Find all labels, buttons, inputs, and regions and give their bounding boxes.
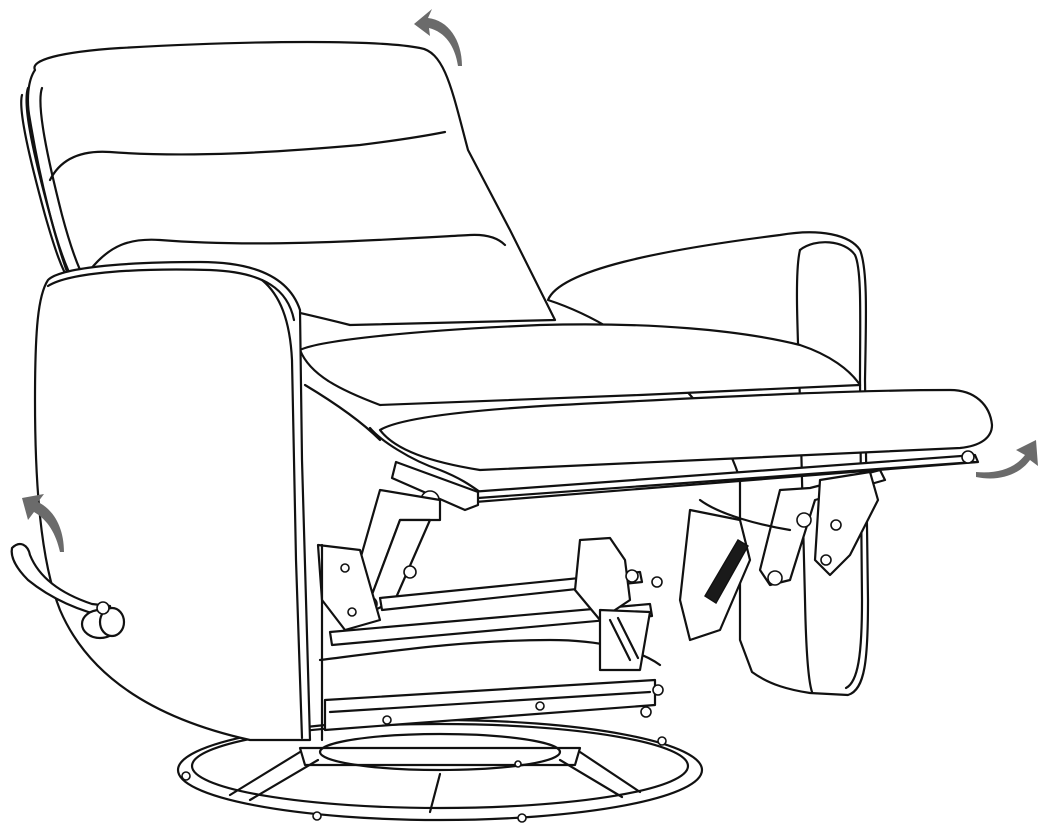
rivet — [830, 519, 842, 531]
rivet — [347, 607, 357, 617]
base-foot — [517, 813, 527, 823]
headrest-back-arrow — [414, 9, 462, 66]
rivet — [382, 715, 392, 725]
rivet — [820, 554, 832, 566]
footrest-bracket-left — [390, 460, 480, 512]
release-handle-grip — [704, 539, 749, 604]
cross-bar-middle — [328, 602, 654, 647]
backrest-side-piping — [25, 86, 76, 284]
seat-cushion — [298, 323, 862, 442]
release-lever — [10, 542, 126, 640]
backrest — [20, 40, 557, 327]
seat-side-seam — [303, 383, 382, 442]
seat-top — [298, 323, 862, 407]
swivel-plate-rim — [298, 746, 582, 767]
footrest-pad — [378, 388, 994, 472]
base-spoke-left — [228, 750, 302, 797]
cross-bar-lower-edge — [328, 690, 652, 714]
base-foot — [181, 771, 191, 781]
lumbar-seam — [88, 233, 507, 272]
base-foot — [312, 811, 322, 821]
linkage-bolt — [403, 565, 417, 579]
headrest-seam — [48, 130, 447, 182]
left-armrest-body — [33, 260, 312, 742]
center-bracket — [573, 536, 632, 622]
base-foot — [657, 736, 667, 746]
pivot-bolt — [767, 570, 783, 586]
base-spoke-right — [578, 750, 642, 794]
base-bolt — [514, 760, 522, 768]
linkage-rod — [698, 498, 792, 532]
base-spoke-edges — [248, 758, 624, 802]
pivot-bolt — [796, 512, 812, 528]
release-lever-hub-face — [98, 606, 126, 638]
center-spring-housing — [598, 608, 652, 672]
backrest-side-seam — [39, 86, 88, 284]
backrest-side-panel — [20, 93, 72, 284]
left-armrest-front-seam — [260, 278, 304, 740]
pivot-bolt — [625, 569, 639, 583]
recliner-mechanism — [316, 460, 887, 742]
rivet — [535, 701, 545, 711]
linkage-plate-right — [678, 508, 752, 642]
linkage-arm-right — [813, 470, 880, 577]
release-lever-bolt — [96, 601, 110, 615]
swivel-base — [176, 718, 704, 823]
base-spoke-front — [428, 772, 442, 814]
pivot-bolt — [652, 684, 664, 696]
footrest-side-seam — [368, 426, 482, 494]
cross-bar-lower — [323, 678, 657, 732]
footrest-up-arrow — [976, 440, 1038, 479]
footrest-board-edge — [476, 460, 977, 500]
left-armrest — [33, 260, 312, 742]
right-armrest-piping — [798, 241, 864, 690]
footrest — [368, 388, 994, 504]
center-spring — [608, 616, 640, 662]
release-lever-pull-arrow — [22, 494, 64, 552]
footrest-bolt — [961, 450, 975, 464]
left-armrest-piping — [46, 268, 296, 322]
pivot-bolt — [651, 576, 663, 588]
rivet — [340, 563, 350, 573]
pivot-bolt — [640, 706, 652, 718]
swivel-plate — [318, 732, 562, 772]
